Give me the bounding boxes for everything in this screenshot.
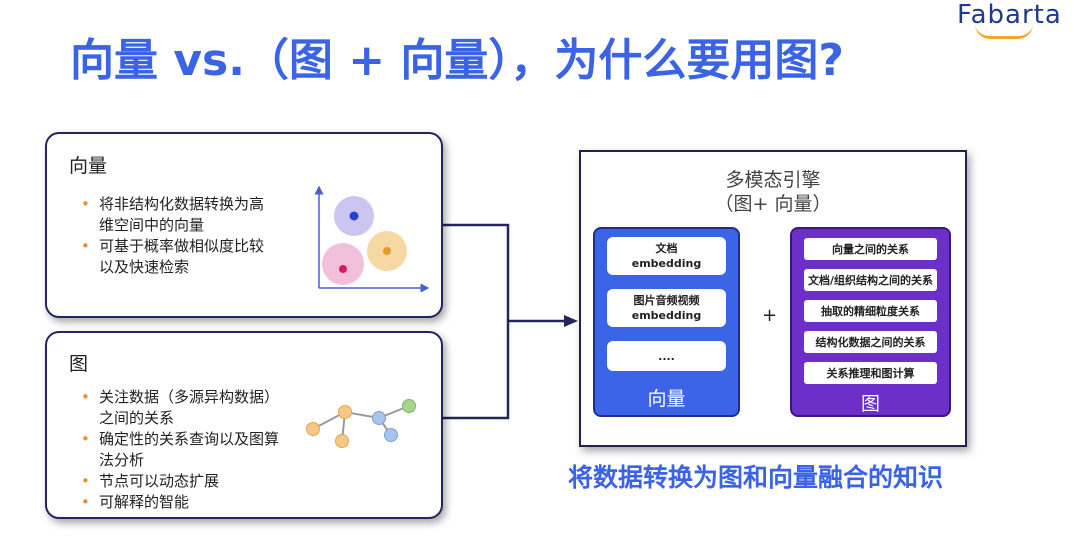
vector-panel-label: 向量: [647, 388, 686, 410]
vector-panel: 文档 embedding 图片音频视频 embedding .... 向量: [593, 227, 740, 417]
logo-swoosh: [975, 24, 1033, 39]
vector-scatter-icon: [314, 185, 429, 293]
engine-title-line2: （图+ 向量）: [714, 193, 832, 215]
graph-network-icon: [306, 399, 416, 448]
plus-sign: +: [762, 305, 778, 326]
vector-item-document-embedding: 文档 embedding: [607, 237, 726, 275]
graph-item-vector-relations: 向量之间的关系: [804, 238, 937, 260]
vector-item-media-embedding: 图片音频视频 embedding: [607, 289, 726, 327]
engine-title: 多模态引擎 （图+ 向量）: [581, 168, 965, 216]
bottom-caption: 将数据转换为图和向量融合的知识: [568, 463, 944, 492]
graph-panel: 向量之间的关系 文档/组织结构之间的关系 抽取的精细粒度关系 结构化数据之间的关…: [790, 227, 951, 417]
engine-title-line1: 多模态引擎: [725, 169, 821, 191]
graph-panel-label: 图: [860, 393, 880, 415]
graph-card-title: 图: [69, 353, 89, 375]
graph-card: 图 •关注数据（多源异构数据） 之间的关系 •确定性的关系查询以及图算 法分析 …: [45, 331, 443, 519]
graph-item-reasoning-computation: 关系推理和图计算: [804, 362, 937, 384]
vector-card-title: 向量: [69, 155, 108, 177]
vector-item-more: ....: [607, 341, 726, 371]
page-title: 向量 vs.（图 + 向量），为什么要用图?: [70, 35, 844, 86]
multimodal-engine-box: 多模态引擎 （图+ 向量） 文档 embedding 图片音频视频 embedd…: [579, 150, 967, 447]
graph-item-structured-data-relations: 结构化数据之间的关系: [804, 331, 937, 353]
vector-card: 向量 •将非结构化数据转换为高 维空间中的向量 •可基于概率做相似度比较 以及快…: [45, 132, 443, 318]
graph-item-document-org-relations: 文档/组织结构之间的关系: [804, 269, 937, 291]
graph-item-fine-grained-relations: 抽取的精细粒度关系: [804, 300, 937, 322]
